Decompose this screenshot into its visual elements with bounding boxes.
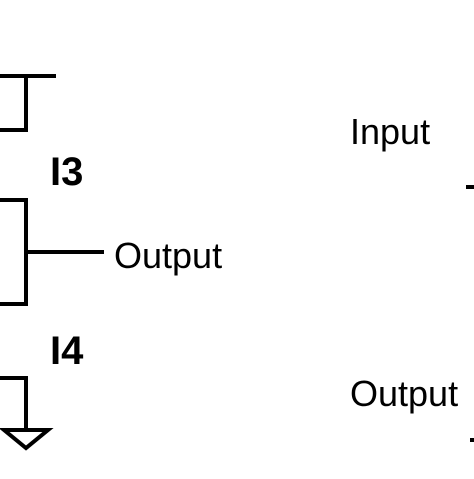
ground-triangle: [0, 428, 54, 451]
label-input-right: Input: [350, 111, 430, 152]
label-i4: I4: [50, 329, 84, 373]
label-i3: I3: [50, 150, 83, 194]
label-output-right: Output: [350, 373, 458, 414]
ground-symbol: [0, 376, 54, 451]
right-fragments: [466, 185, 474, 442]
top-rail-wire: [0, 74, 56, 132]
middle-node-wire: [0, 198, 104, 306]
label-output-left: Output: [114, 235, 222, 276]
